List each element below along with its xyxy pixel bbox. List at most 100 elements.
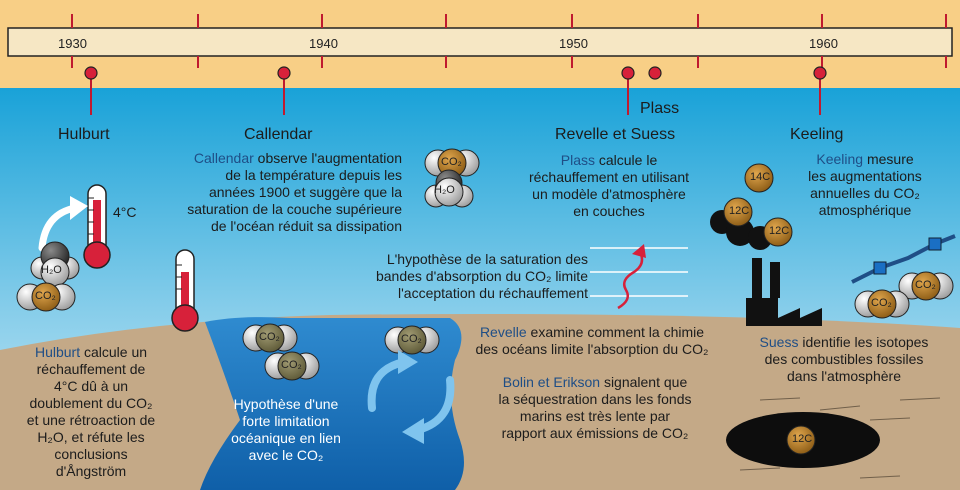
note-line: avec le CO₂ bbox=[248, 447, 324, 463]
note-line: calcule le bbox=[598, 152, 658, 168]
note-line: observe l'augmentation bbox=[257, 150, 402, 166]
marker-callendar bbox=[277, 66, 291, 115]
isotope-label: 12C bbox=[792, 433, 813, 445]
circulation-arrow-icon bbox=[367, 358, 408, 412]
year-label: 1930 bbox=[58, 36, 87, 51]
molecule-label: CO₂ bbox=[35, 290, 56, 302]
note-keeling: Keeling mesure les augmentations annuell… bbox=[786, 151, 944, 219]
note-line: saturation de la couche supérieure bbox=[187, 201, 402, 217]
note-name: Suess bbox=[759, 334, 799, 350]
note-name: Callendar bbox=[193, 150, 254, 166]
note-line: et une rétroaction de bbox=[26, 412, 156, 428]
circulation-arrow-icon bbox=[414, 376, 455, 434]
molecule-label: H₂O bbox=[41, 264, 62, 276]
note-line: années 1900 et suggère que la bbox=[208, 184, 402, 200]
co2-molecule-icon bbox=[242, 323, 298, 353]
marker-plass bbox=[648, 66, 662, 80]
thermometer-icon bbox=[83, 184, 111, 269]
note-line: annuelles du CO₂ bbox=[810, 185, 920, 201]
note-line: conclusions bbox=[54, 446, 128, 462]
note-line: bandes d'absorption du CO₂ limite bbox=[375, 268, 588, 284]
molecule-label: CO₂ bbox=[441, 156, 462, 168]
molecule-label: CO₂ bbox=[259, 331, 280, 343]
note-line: marins est très lente par bbox=[519, 408, 671, 424]
keeling-curve-icon bbox=[851, 234, 956, 284]
isotope-label: 12C bbox=[769, 225, 790, 237]
h2o-molecule-icon bbox=[424, 169, 474, 208]
note-line: de la température depuis les bbox=[225, 167, 402, 183]
note-line: L'hypothèse de la saturation des bbox=[386, 251, 588, 267]
note-bolin-erikson: Bolin et Erikson signalent que la séques… bbox=[470, 374, 720, 442]
note-line: 4°C dû à un bbox=[53, 378, 129, 394]
scientist-name-plass: Plass bbox=[640, 100, 680, 117]
scientist-name-revelle-suess: Revelle et Suess bbox=[555, 126, 676, 143]
temperature-label: 4°C bbox=[113, 204, 137, 220]
carbon-12-atom-icon bbox=[723, 197, 753, 227]
note-line: réchauffement en utilisant bbox=[528, 169, 690, 185]
note-hulburt: Hulburt calcule un réchauffement de 4°C … bbox=[10, 344, 172, 480]
note-line: H₂O, et réfute les bbox=[37, 429, 145, 445]
carbon-14-atom-icon bbox=[744, 163, 774, 193]
note-line: forte limitation bbox=[242, 413, 330, 429]
isotope-label: 14C bbox=[750, 171, 771, 183]
timeline-bar bbox=[7, 27, 953, 57]
scientist-name-keeling: Keeling bbox=[790, 126, 844, 143]
scientist-name-hulburt: Hulburt bbox=[58, 126, 110, 143]
note-line: d'Ångström bbox=[55, 463, 127, 479]
co2-molecule-icon bbox=[384, 325, 440, 355]
co2-molecule-icon bbox=[264, 351, 320, 381]
note-line: Hypothèse d'une bbox=[233, 396, 339, 412]
year-label: 1940 bbox=[309, 36, 338, 51]
marker-hulburt bbox=[84, 66, 98, 115]
note-plass: Plass calcule le réchauffement en utilis… bbox=[502, 152, 716, 220]
molecule-label: CO₂ bbox=[401, 333, 422, 345]
co2-molecule-icon bbox=[424, 148, 480, 178]
note-line: l'acceptation du réchauffement bbox=[398, 285, 588, 301]
note-name: Revelle bbox=[479, 324, 527, 340]
molecule-label: H₂O bbox=[434, 184, 455, 196]
note-line: en couches bbox=[573, 203, 645, 219]
radiation-arrow-icon bbox=[632, 244, 646, 258]
isotope-label: 12C bbox=[729, 205, 750, 217]
arrow-head-icon bbox=[70, 196, 88, 220]
arrow-head-icon bbox=[402, 418, 424, 444]
carbon-12-atom-icon bbox=[763, 217, 793, 247]
marker-revelle-suess bbox=[621, 66, 635, 115]
co2-molecule-icon bbox=[898, 271, 954, 301]
note-name: Keeling bbox=[816, 151, 864, 167]
molecule-label: CO₂ bbox=[915, 279, 936, 291]
note-line: les augmentations bbox=[808, 168, 922, 184]
note-line: des océans limite l'absorption du CO₂ bbox=[475, 341, 709, 357]
note-saturation: L'hypothèse de la saturation des bandes … bbox=[320, 251, 588, 302]
note-line: calcule un bbox=[83, 344, 148, 360]
factory-icon bbox=[746, 258, 822, 326]
note-line: océanique en lien bbox=[231, 430, 341, 446]
timeline-ticks bbox=[71, 14, 947, 68]
marker-keeling bbox=[813, 66, 827, 115]
note-line: la séquestration dans les fonds bbox=[498, 391, 692, 407]
note-line: atmosphérique bbox=[818, 202, 912, 218]
co2-molecule-icon bbox=[854, 289, 910, 319]
note-line: mesure bbox=[866, 151, 914, 167]
note-callendar: Callendar observe l'augmentation de la t… bbox=[120, 150, 402, 235]
carbon-12-atom-icon bbox=[786, 425, 816, 455]
note-line: examine comment la chimie bbox=[530, 324, 705, 340]
note-line: de l'océan réduit sa dissipation bbox=[210, 218, 402, 234]
note-revelle: Revelle examine comment la chimie des oc… bbox=[450, 324, 734, 358]
year-label: 1960 bbox=[809, 36, 838, 51]
note-name: Hulburt bbox=[34, 344, 81, 360]
note-line: identifie les isotopes bbox=[802, 334, 929, 350]
molecule-label: CO₂ bbox=[281, 359, 302, 371]
co2-molecule-icon bbox=[16, 282, 76, 312]
sediment-texture bbox=[739, 397, 941, 479]
note-ocean: Hypothèse d'une forte limitation océaniq… bbox=[220, 396, 352, 464]
molecule-label: CO₂ bbox=[871, 297, 892, 309]
note-suess: Suess identifie les isotopes des combust… bbox=[742, 334, 946, 385]
note-line: rapport aux émissions de CO₂ bbox=[501, 425, 689, 441]
note-line: dans l'atmosphère bbox=[787, 368, 901, 384]
radiation-wave-icon bbox=[617, 251, 644, 310]
note-line: un modèle d'atmosphère bbox=[532, 186, 686, 202]
note-line: réchauffement de bbox=[36, 361, 146, 377]
note-line: doublement du CO₂ bbox=[29, 395, 153, 411]
